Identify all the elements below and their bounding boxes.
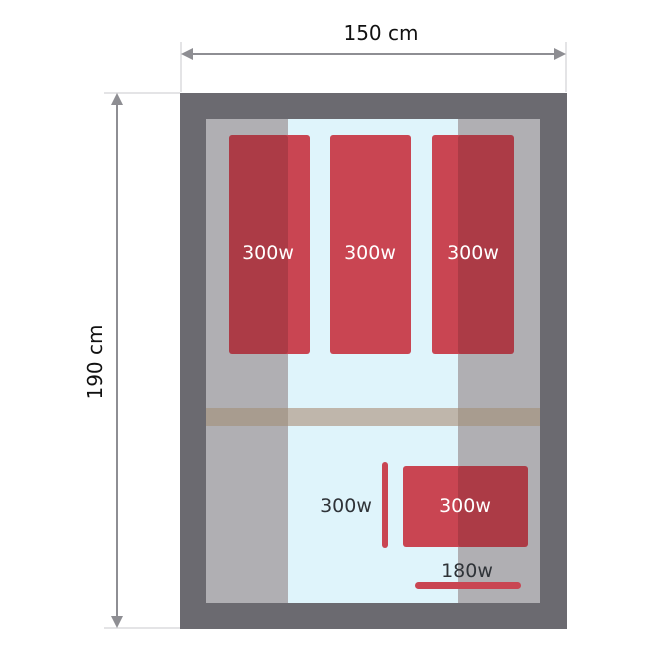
side-heater-label: 300w <box>320 495 372 517</box>
height-dimension: 190 cm <box>83 92 180 629</box>
right-arrowhead-icon <box>554 48 566 60</box>
heater-panel-2-label: 300w <box>344 242 396 264</box>
bottom-arrowhead-icon <box>111 616 123 628</box>
heater-panel-1-label: 300w <box>242 242 294 264</box>
floor-heater-label: 180w <box>441 560 493 582</box>
bench-heater-panel: 300w <box>403 466 528 547</box>
bench-heater-label: 300w <box>439 495 491 517</box>
top-arrowhead-icon <box>111 93 123 105</box>
bench-center <box>288 408 458 426</box>
heater-panel-1: 300w <box>229 135 310 354</box>
height-label: 190 cm <box>83 324 107 399</box>
heater-panel-3-label: 300w <box>447 242 499 264</box>
width-label: 150 cm <box>343 21 418 45</box>
heater-panel-2: 300w <box>330 135 411 354</box>
left-arrowhead-icon <box>181 48 193 60</box>
floor-heater-bar <box>415 582 521 589</box>
heater-panel-3: 300w <box>432 135 514 354</box>
side-heater-bar <box>382 462 388 548</box>
width-dimension: 150 cm <box>180 21 567 92</box>
